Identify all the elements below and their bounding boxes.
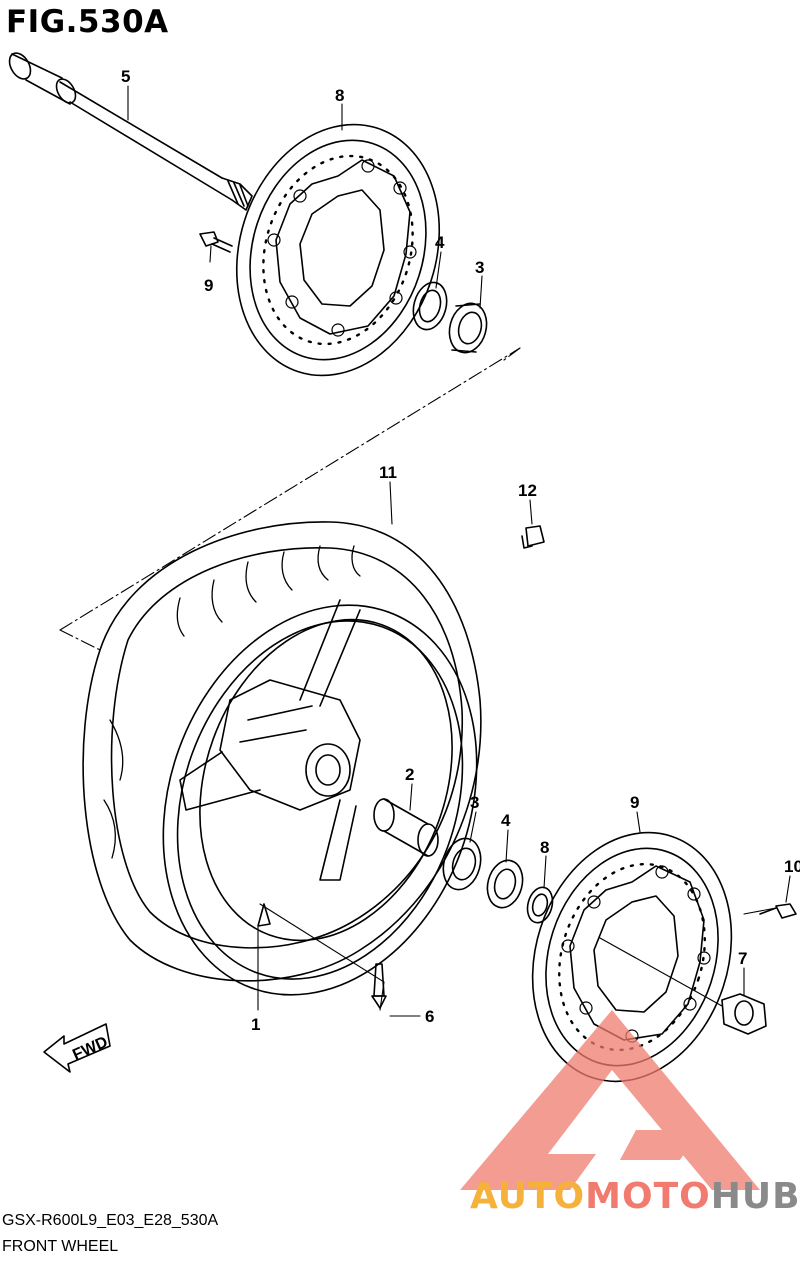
callout-9-upper: 9	[204, 276, 213, 295]
callout-6: 7	[738, 949, 747, 968]
callout-7: 8	[540, 838, 549, 857]
watermark-logo-icon	[460, 1010, 760, 1190]
callout-10: 11	[379, 463, 397, 482]
callout-12: 12	[518, 481, 537, 500]
collar-part-7	[526, 886, 554, 924]
callout-11: 6	[425, 1007, 434, 1026]
brake-disc-part-8-upper	[235, 123, 441, 377]
fwd-arrow	[43, 1023, 111, 1073]
bearing-part-3-lower	[442, 837, 482, 891]
axle-part-5	[8, 52, 253, 211]
bolt-part-9-lower	[759, 903, 797, 919]
seal-part-4-lower	[486, 859, 524, 909]
figure-title: FIG.530A	[6, 4, 169, 40]
callout-8-lower: 9	[630, 793, 639, 812]
valve-part-11	[371, 963, 387, 1009]
figure-code: GSX-R600L9_E03_E28_530A	[2, 1212, 219, 1229]
callout-4-upper: 4	[435, 233, 445, 252]
callout-3-upper: 3	[475, 258, 484, 277]
balance-weight-part-12	[521, 525, 545, 549]
figure-caption: FRONT WHEEL	[2, 1238, 119, 1255]
watermark-logo-text: AUTOMOTOHUB	[470, 1176, 800, 1217]
spacer-part-2	[373, 798, 439, 857]
callout-4-lower: 4	[501, 811, 511, 830]
leader-lines	[127, 85, 791, 1017]
callout-9-lower: 10	[784, 857, 800, 876]
callout-8-upper: 8	[335, 86, 344, 105]
assembly-lines	[59, 347, 777, 1011]
bearing-part-3-upper	[448, 302, 488, 354]
bolt-part-9-upper	[199, 231, 233, 253]
callout-1: 1	[251, 1015, 260, 1034]
callout-5: 5	[121, 67, 130, 86]
tire-part-10	[82, 521, 482, 982]
callout-3-lower: 3	[470, 793, 479, 812]
wheel-rim-part-1	[162, 599, 478, 996]
callout-2: 2	[405, 765, 414, 784]
nut-part-6	[721, 993, 767, 1035]
